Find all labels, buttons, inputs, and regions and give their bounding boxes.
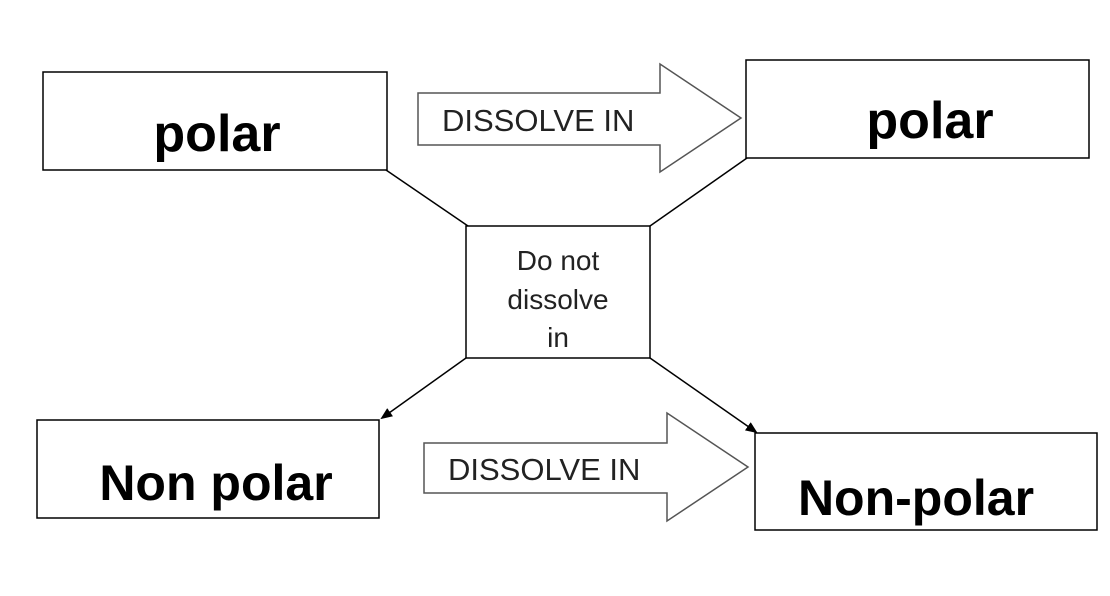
arrow-top-label: DISSOLVE IN [442, 103, 634, 138]
box-center-do-not-dissolve: Do not dissolve in [465, 225, 651, 359]
center-label-line-2: dissolve [507, 284, 608, 315]
center-label-line-1: Do not [517, 245, 600, 276]
box-top-left-label: polar [153, 105, 280, 163]
connector-top-left [385, 169, 469, 227]
box-bottom-right-label: Non-polar [798, 470, 1034, 526]
box-top-right-label: polar [866, 92, 993, 150]
box-bottom-left-label: Non polar [99, 455, 332, 511]
box-top-right-polar: polar [745, 59, 1090, 159]
arrow-bottom-dissolve-in: DISSOLVE IN [423, 411, 750, 523]
arrow-top-dissolve-in: DISSOLVE IN [417, 62, 743, 174]
box-bottom-right-nonpolar: Non-polar [754, 432, 1098, 531]
connector-arrow-bottom-left [380, 357, 467, 420]
center-label-line-3: in [547, 322, 569, 353]
connector-top-right [649, 157, 748, 227]
box-bottom-left-nonpolar: Non polar [36, 419, 380, 519]
box-top-left-polar: polar [42, 71, 388, 171]
connector-arrow-bottom-right [649, 357, 758, 434]
arrow-bottom-label: DISSOLVE IN [448, 452, 640, 487]
